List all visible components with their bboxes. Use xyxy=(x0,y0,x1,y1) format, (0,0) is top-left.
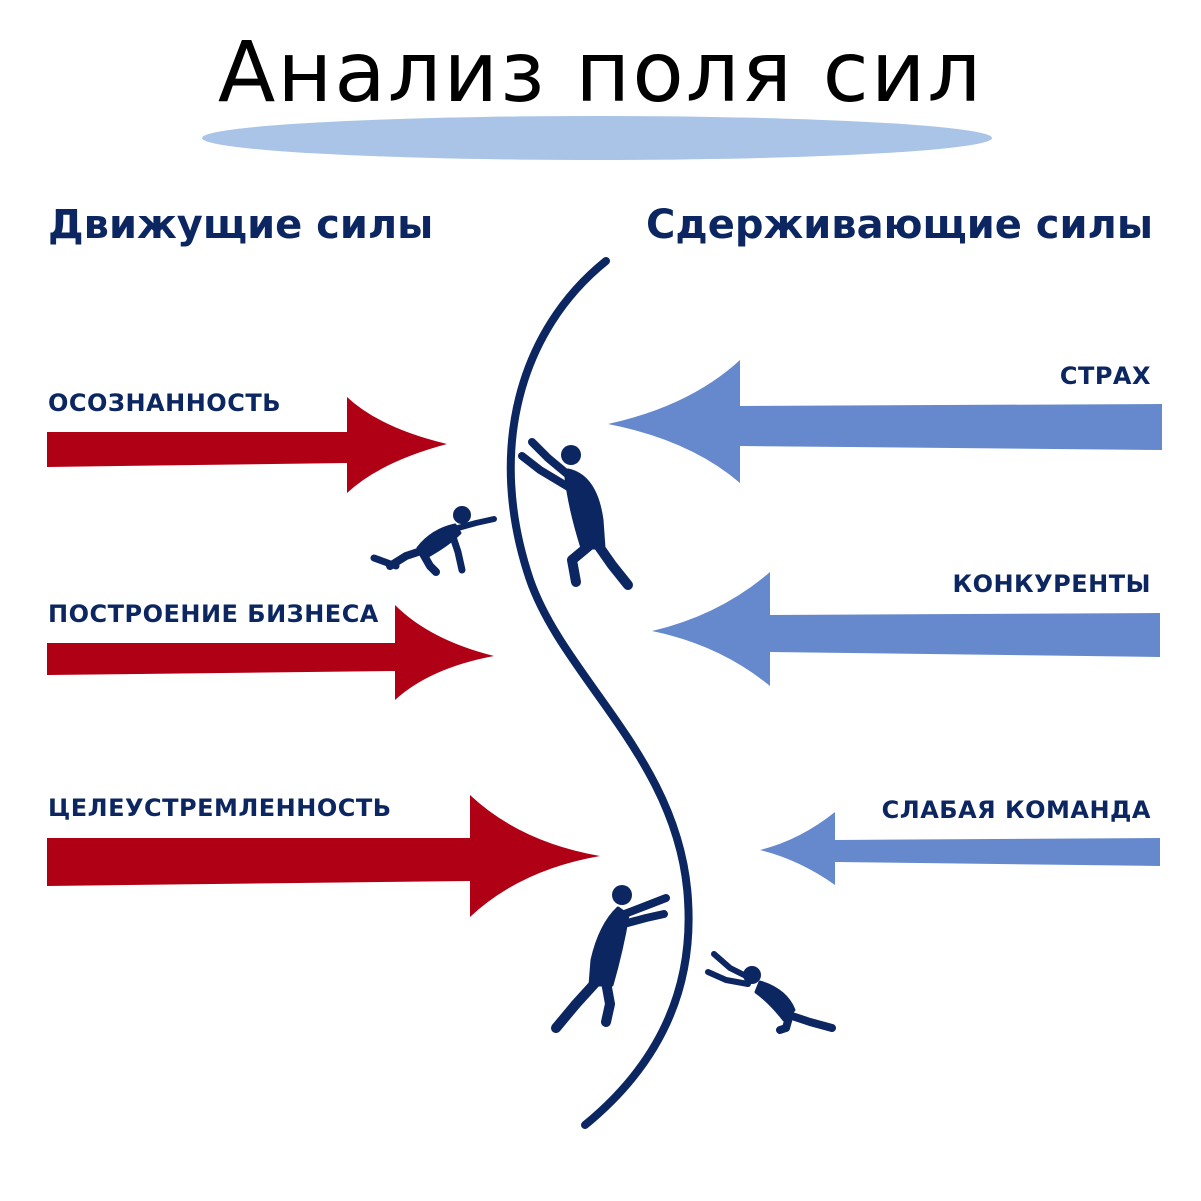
person-pushing-bottom-icon xyxy=(551,885,670,1033)
person-crawling-bottom-icon xyxy=(705,951,836,1034)
person-pushing-top-icon xyxy=(518,438,633,590)
title-underline xyxy=(202,116,992,160)
driving-forces-heading: Движущие силы xyxy=(48,202,434,248)
restraining-force-label: страх xyxy=(1059,362,1151,390)
driving-arrow-1 xyxy=(47,397,447,493)
driving-force-label: целеустремленность xyxy=(48,794,392,822)
restraining-forces-heading: Сдерживающие силы xyxy=(646,202,1153,248)
person-crawling-top-icon xyxy=(370,506,497,576)
equilibrium-curve xyxy=(506,257,693,1129)
restraining-arrow-2 xyxy=(652,572,1160,686)
driving-arrow-3 xyxy=(47,795,600,917)
restraining-arrow-3 xyxy=(760,812,1160,885)
page-title: Анализ поля сил xyxy=(217,23,984,121)
driving-arrow-2 xyxy=(47,605,494,700)
restraining-force-label: конкуренты xyxy=(952,570,1151,598)
driving-force-label: осознанность xyxy=(48,389,281,417)
restraining-force-label: слабая команда xyxy=(881,796,1151,824)
restraining-arrow-1 xyxy=(608,360,1162,483)
driving-force-label: построение бизнеса xyxy=(48,600,379,628)
